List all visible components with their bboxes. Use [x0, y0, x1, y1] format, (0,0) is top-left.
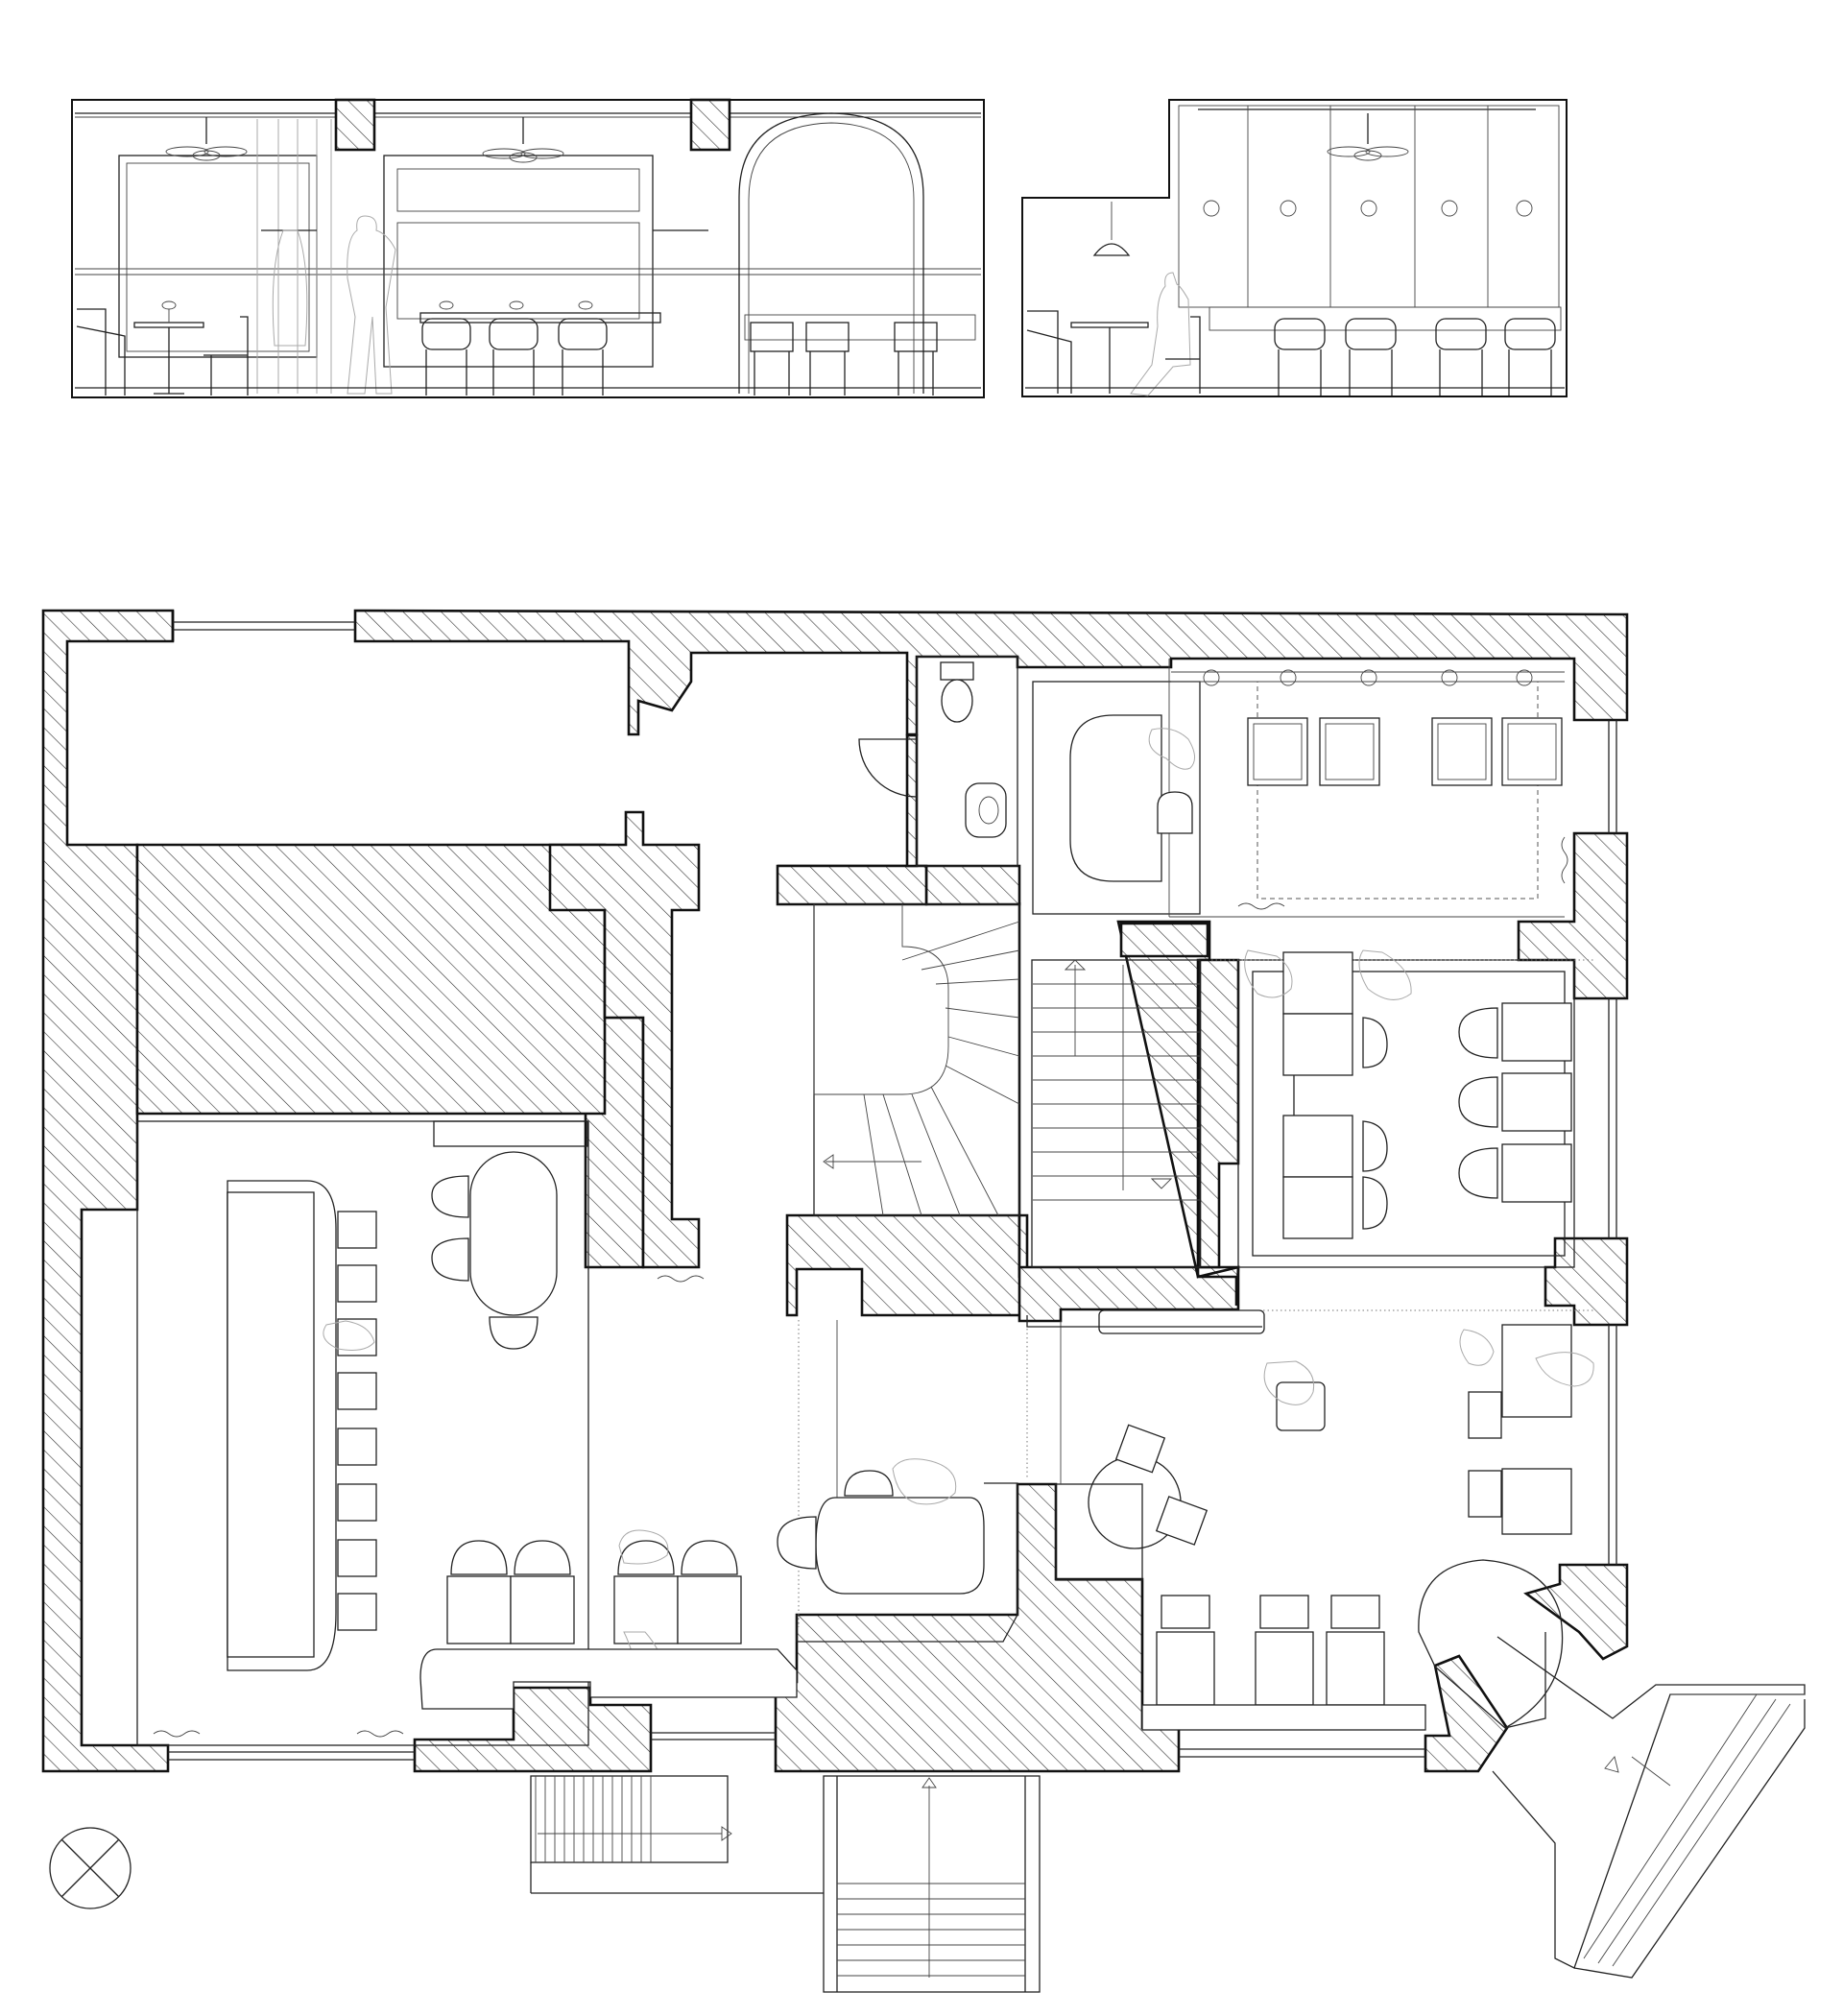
person-silhouette-icon — [892, 1458, 957, 1505]
booth-seat — [815, 1497, 985, 1595]
stair-arrow-icon — [1150, 1178, 1173, 1189]
dining-area-lower-right — [1055, 1309, 1594, 1731]
chair-icon — [1155, 1496, 1209, 1546]
window — [168, 621, 1617, 1761]
hanging-coat — [272, 229, 308, 347]
chair-icon — [1114, 1424, 1166, 1474]
wall-light — [1203, 200, 1533, 217]
ceiling-fan-icon — [1327, 113, 1409, 161]
person-silhouette-icon — [323, 1320, 375, 1351]
person-silhouette-icon — [1263, 1360, 1315, 1405]
table-icon — [469, 1151, 558, 1316]
ceiling-fan-icon — [165, 117, 248, 161]
chair-icon — [337, 1211, 377, 1631]
north-arrow-icon — [49, 1827, 132, 1909]
chair-icon — [203, 316, 249, 396]
staircase-winder — [813, 903, 1020, 1216]
chair-icon — [1362, 1017, 1388, 1230]
chair-icon — [450, 1540, 738, 1575]
person-silhouette-icon — [347, 215, 396, 395]
chair-icon — [1247, 717, 1563, 786]
lounge-middle — [777, 1315, 1262, 1643]
private-room — [1032, 659, 1565, 918]
sink-icon — [965, 782, 1007, 838]
person-silhouette-icon — [1358, 949, 1412, 1000]
beam-section — [334, 98, 376, 152]
booth-seat — [1069, 714, 1162, 882]
dining-hall-left — [136, 1120, 798, 1746]
exterior-wall-top — [353, 609, 1629, 736]
chair-icon — [1157, 791, 1193, 834]
staircase-straight — [1031, 959, 1201, 1268]
curtain — [256, 119, 332, 394]
person-silhouette-icon — [1535, 1352, 1594, 1387]
beam-section — [689, 98, 731, 152]
exterior-wall-left — [41, 609, 175, 1773]
wall-light — [1203, 669, 1533, 686]
door-swing-icon — [858, 738, 918, 798]
person-silhouette-icon — [1148, 728, 1195, 770]
stair-arrow-icon — [1064, 959, 1087, 971]
elevation-left — [71, 98, 985, 398]
pendant-lamp-icon — [439, 300, 593, 310]
floor-plan — [41, 609, 1806, 1993]
person-silhouette-icon — [1130, 272, 1191, 396]
entrance-vestibule — [1418, 1559, 1564, 1729]
exterior-wall-right — [1517, 831, 1629, 1000]
ceiling-fan-icon — [482, 117, 564, 163]
toilet-icon — [940, 661, 974, 723]
table-icon — [133, 300, 204, 395]
person-silhouette-icon — [1244, 949, 1293, 998]
dining-area-right — [1211, 949, 1593, 1311]
exterior-stair — [823, 1775, 1041, 1993]
stair-arrow-icon — [721, 1826, 732, 1841]
stair-arrow-icon — [922, 1777, 937, 1788]
exterior-stair — [530, 1775, 824, 1894]
chair-icon — [1458, 1007, 1498, 1199]
stair-arrow-icon — [823, 1154, 834, 1169]
stair-arrow-icon — [1604, 1756, 1619, 1773]
person-silhouette-icon — [1459, 1329, 1495, 1366]
pendant-lamp-icon — [1092, 202, 1131, 256]
elevation-right — [1021, 99, 1568, 397]
exterior-stair-diagonal — [1492, 1636, 1806, 1979]
person-silhouette-icon — [618, 1529, 669, 1565]
restroom — [858, 656, 1018, 867]
arch-opening — [738, 112, 924, 394]
